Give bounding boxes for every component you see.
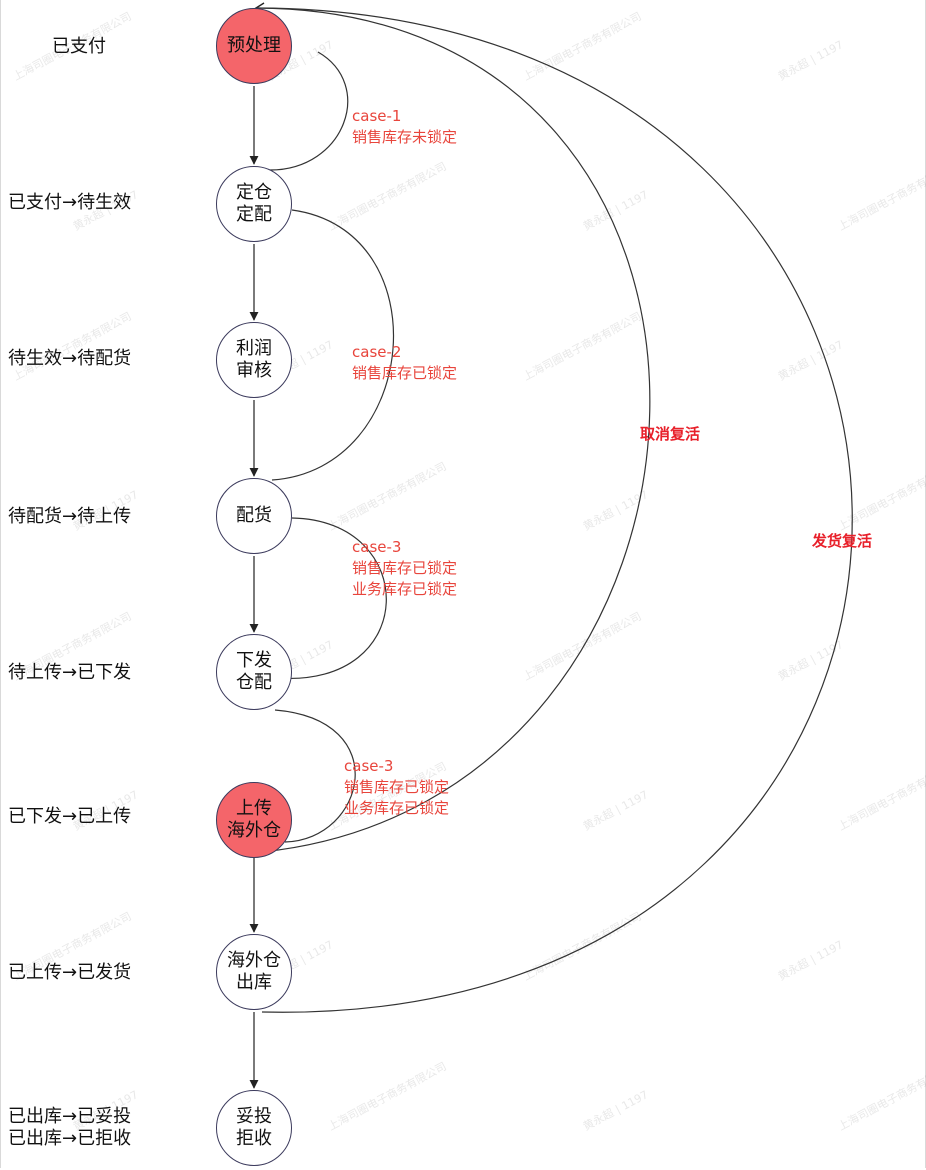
- node-delivered-rejected-label: 妥投 拒收: [236, 1106, 272, 1149]
- node-issue-fulfillment-label: 下发 仓配: [236, 650, 272, 693]
- status-label-outbound-to-final: 已出库→已妥投 已出库→已拒收: [8, 1106, 132, 1149]
- node-overseas-outbound-label: 海外仓 出库: [227, 950, 281, 993]
- case-3-loop-b: [274, 709, 356, 843]
- status-label-uploaded-to-shipped: 已上传→已发货: [8, 962, 132, 983]
- ship-revive-label: 发货复活: [812, 532, 873, 550]
- cancel-revive-arc: [254, 2, 651, 853]
- status-label-paid: 已支付: [52, 36, 106, 57]
- node-preprocess[interactable]: 预处理: [216, 8, 292, 84]
- status-label-issued-to-uploaded: 已下发→已上传: [8, 806, 132, 827]
- case-1-loop: [269, 51, 349, 171]
- node-delivered-rejected[interactable]: 妥投 拒收: [216, 1090, 292, 1166]
- note-case-2: case-2 销售库存已锁定: [352, 343, 458, 382]
- note-case-3a: case-3 销售库存已锁定 业务库存已锁定: [352, 538, 458, 598]
- node-upload-overseas-label: 上传 海外仓: [227, 798, 281, 841]
- node-upload-overseas[interactable]: 上传 海外仓: [216, 782, 292, 858]
- node-profit-review[interactable]: 利润 审核: [216, 322, 292, 398]
- note-case-3b: case-3 销售库存已锁定 业务库存已锁定: [344, 757, 450, 817]
- case-3-loop-a: [277, 517, 387, 679]
- status-label-picking-to-upload: 待配货→待上传: [8, 506, 132, 527]
- status-label-upload-to-issued: 待上传→已下发: [8, 662, 132, 683]
- case-2-loop: [271, 209, 395, 481]
- node-profit-review-label: 利润 审核: [236, 338, 272, 381]
- note-case-1: case-1 销售库存未锁定: [352, 107, 458, 146]
- node-picking[interactable]: 配货: [216, 478, 292, 554]
- node-issue-fulfillment[interactable]: 下发 仓配: [216, 634, 292, 710]
- status-label-pending-to-picking: 待生效→待配货: [8, 348, 132, 369]
- node-warehouse-assign-label: 定仓 定配: [236, 182, 272, 225]
- cancel-revive-label: 取消复活: [640, 425, 701, 443]
- node-warehouse-assign[interactable]: 定仓 定配: [216, 166, 292, 242]
- ship-revive-arc: [255, 7, 853, 1013]
- node-overseas-outbound[interactable]: 海外仓 出库: [216, 934, 292, 1010]
- status-label-paid-to-pending: 已支付→待生效: [8, 192, 132, 213]
- node-picking-label: 配货: [236, 505, 272, 526]
- node-preprocess-label: 预处理: [227, 35, 281, 56]
